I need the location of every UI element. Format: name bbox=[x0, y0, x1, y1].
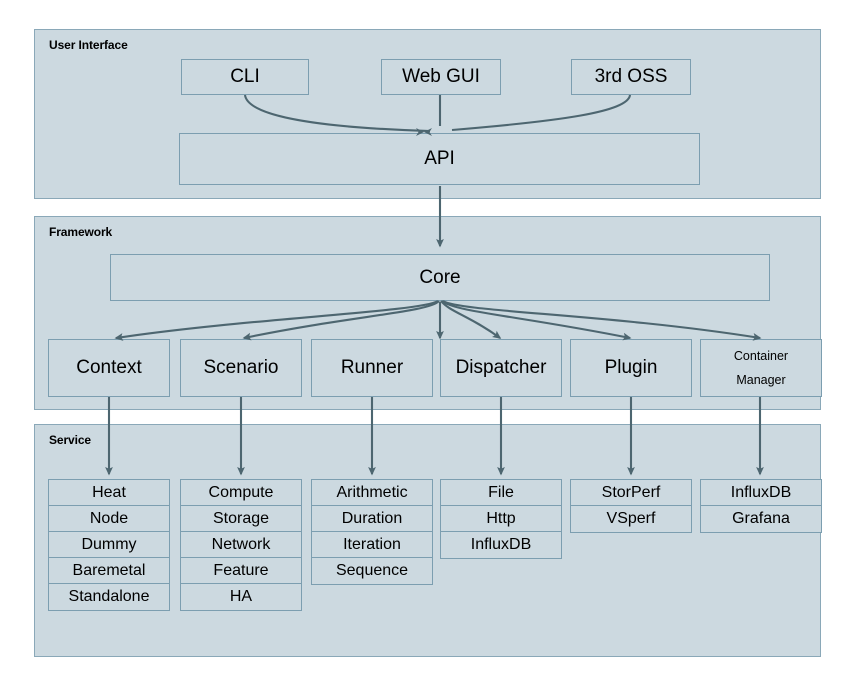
service-stack-dispatcher: File Http InfluxDB bbox=[440, 479, 562, 559]
list-item[interactable]: Network bbox=[181, 532, 301, 558]
node-container-manager-line2: Manager bbox=[736, 373, 786, 387]
list-item[interactable]: Node bbox=[49, 506, 169, 532]
node-core[interactable]: Core bbox=[110, 254, 770, 301]
list-item[interactable]: VSperf bbox=[606, 510, 656, 527]
list-item[interactable]: Http bbox=[441, 506, 561, 532]
node-container-manager[interactable]: Container Manager bbox=[700, 339, 822, 397]
list-item[interactable]: StorPerf bbox=[571, 480, 691, 506]
node-web-gui[interactable]: Web GUI bbox=[381, 59, 501, 95]
panel-title-framework: Framework bbox=[49, 225, 113, 239]
list-item[interactable]: Compute bbox=[181, 480, 301, 506]
node-scenario[interactable]: Scenario bbox=[180, 339, 302, 397]
panel-title-service: Service bbox=[49, 433, 92, 447]
node-context[interactable]: Context bbox=[48, 339, 170, 397]
service-stack-scenario: Compute Storage Network Feature HA bbox=[180, 479, 302, 611]
list-item[interactable]: Grafana bbox=[732, 510, 790, 527]
service-stack-runner: Arithmetic Duration Iteration Sequence bbox=[311, 479, 433, 585]
node-third-oss[interactable]: 3rd OSS bbox=[571, 59, 691, 95]
list-item[interactable]: Arithmetic bbox=[312, 480, 432, 506]
node-cli[interactable]: CLI bbox=[181, 59, 309, 95]
list-item[interactable]: Dummy bbox=[49, 532, 169, 558]
list-item[interactable]: Storage bbox=[181, 506, 301, 532]
node-runner[interactable]: Runner bbox=[311, 339, 433, 397]
list-item[interactable]: HA bbox=[229, 588, 253, 605]
node-plugin[interactable]: Plugin bbox=[570, 339, 692, 397]
node-container-manager-line1: Container bbox=[733, 348, 789, 363]
list-item[interactable]: Heat bbox=[49, 480, 169, 506]
list-item[interactable]: Sequence bbox=[335, 562, 409, 579]
list-item[interactable]: InfluxDB bbox=[701, 480, 821, 506]
panel-title-user-interface: User Interface bbox=[49, 38, 128, 52]
list-item[interactable]: Standalone bbox=[68, 588, 150, 605]
list-item[interactable]: Baremetal bbox=[49, 558, 169, 584]
service-stack-plugin: StorPerf VSperf bbox=[570, 479, 692, 533]
service-stack-context: Heat Node Dummy Baremetal Standalone bbox=[48, 479, 170, 611]
list-item[interactable]: File bbox=[441, 480, 561, 506]
list-item[interactable]: InfluxDB bbox=[470, 536, 532, 553]
list-item[interactable]: Feature bbox=[181, 558, 301, 584]
service-stack-container-manager: InfluxDB Grafana bbox=[700, 479, 822, 533]
list-item[interactable]: Duration bbox=[312, 506, 432, 532]
list-item[interactable]: Iteration bbox=[312, 532, 432, 558]
node-dispatcher[interactable]: Dispatcher bbox=[440, 339, 562, 397]
node-api[interactable]: API bbox=[179, 133, 700, 185]
